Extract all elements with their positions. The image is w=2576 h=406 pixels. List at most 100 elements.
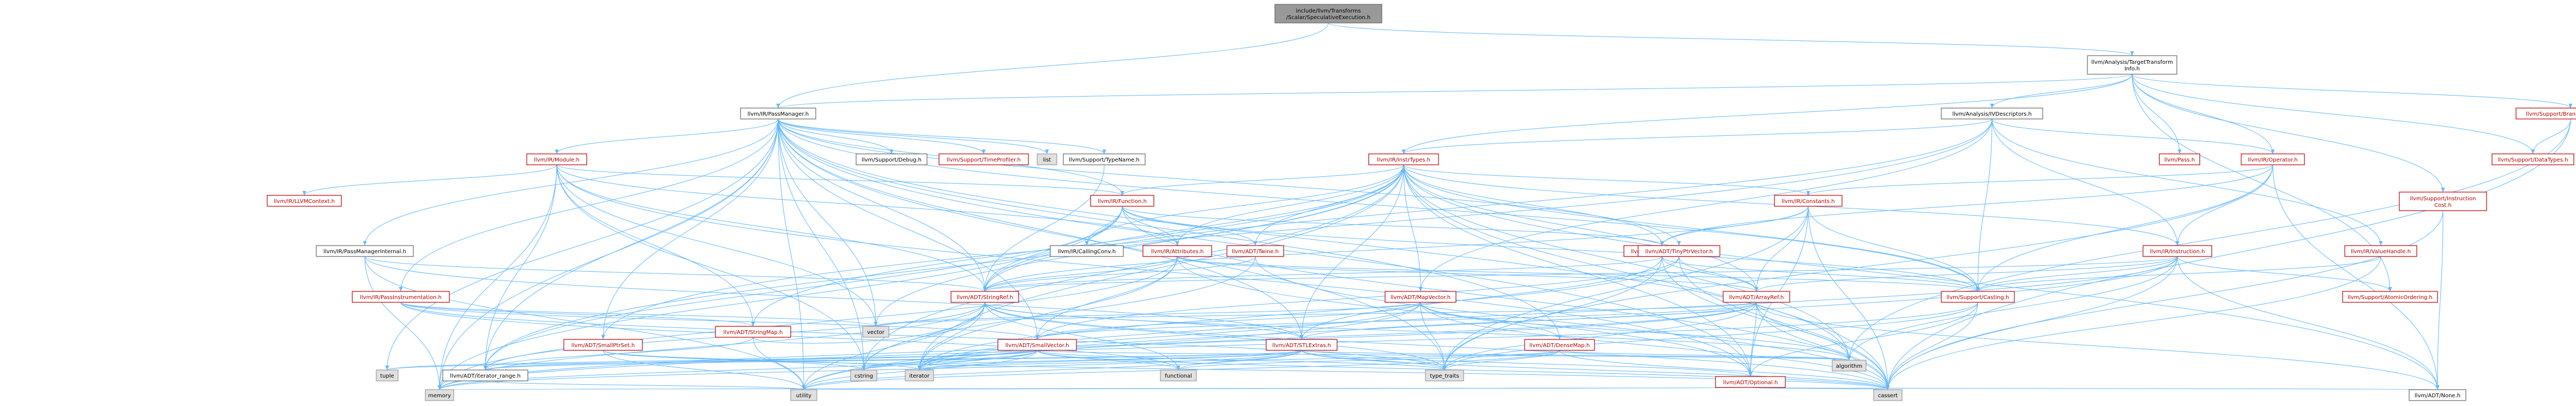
node-none[interactable]: llvm/ADT/None.h — [2409, 389, 2466, 401]
node-stringmap[interactable]: llvm/ADT/StringMap.h — [715, 326, 791, 338]
node-datatypes[interactable]: llvm/Support/DataTypes.h — [2491, 153, 2574, 165]
node-insttypes[interactable]: llvm/IR/InstrTypes.h — [1368, 153, 1439, 165]
node-tprof[interactable]: llvm/Support/TimeProfiler.h — [938, 153, 1029, 165]
node-callingconv[interactable]: llvm/IR/CallingConv.h — [1050, 245, 1124, 257]
node-box-datatypes — [2491, 153, 2574, 165]
node-box-passinstr — [352, 291, 450, 303]
node-llvmctx[interactable]: llvm/IR/LLVMContext.h — [267, 195, 342, 207]
node-root: include/llvm/Transforms/Scalar/Speculati… — [1274, 4, 1382, 23]
node-function[interactable]: llvm/IR/Function.h — [1090, 195, 1154, 207]
edge-root-to-tti — [1328, 22, 2133, 56]
node-box-typename — [1063, 153, 1146, 165]
edge-attributes-to-iterator — [919, 256, 1178, 371]
node-box-arrayref — [1723, 291, 1790, 303]
node-label-densemap-0: llvm/ADT/DenseMap.h — [1530, 343, 1590, 349]
edge-valuehandle-to-cassert — [1887, 256, 2381, 390]
edge-mapvector-to-vector — [875, 302, 1421, 327]
edge-insttypes-to-derivedtypes — [1403, 164, 1663, 246]
edge-pm-to-list — [778, 118, 1048, 154]
edge-mapvector-to-iterator — [919, 302, 1421, 371]
node-densemap[interactable]: llvm/ADT/DenseMap.h — [1524, 339, 1595, 351]
edge-pm-to-stringref — [778, 118, 985, 292]
node-box-pass — [2159, 153, 2200, 165]
edge-insttypes-to-cassert — [1403, 164, 1888, 390]
node-box-none — [2409, 389, 2466, 401]
node-box-attributes — [1142, 245, 1212, 257]
edge-function-to-casting — [1122, 206, 1978, 292]
edge-stringref-to-utility — [803, 302, 985, 390]
node-box-pm — [740, 108, 816, 120]
node-casting[interactable]: llvm/Support/Casting.h — [1941, 291, 2015, 303]
node-operator[interactable]: llvm/IR/Operator.h — [2241, 153, 2305, 165]
edge-insttypes-to-vector — [875, 164, 1404, 327]
edge-arrowhead-densemap-to-functional — [1176, 366, 1181, 370]
node-smallptrset[interactable]: llvm/ADT/SmallPtrSet.h — [563, 339, 643, 351]
node-label-callingconv-0: llvm/IR/CallingConv.h — [1058, 249, 1116, 255]
edge-pminternal-to-utility — [364, 256, 804, 390]
edge-ivd-to-insttypes — [1403, 118, 1993, 154]
node-debug[interactable]: llvm/Support/Debug.h — [856, 153, 928, 165]
edge-mapvector-to-smallvector — [1037, 302, 1421, 340]
node-pm[interactable]: llvm/IR/PassManager.h — [740, 108, 816, 120]
edge-constants-to-stringref — [984, 206, 1809, 292]
node-module[interactable]: llvm/IR/Module.h — [526, 153, 587, 165]
node-iterrange[interactable]: llvm/ADT/iterator_range.h — [442, 369, 528, 381]
edge-ivd-to-mapvector — [1420, 118, 1993, 292]
edge-tti-to-bp — [2132, 74, 2571, 109]
edge-insttypes-to-arrayref — [1403, 164, 1757, 292]
edge-pm-to-pminternal — [364, 118, 779, 246]
edge-arrayref-to-smallvector — [1037, 302, 1757, 340]
edge-tinyptr-to-iterator — [919, 256, 1680, 371]
node-label-stlextras-0: llvm/ADT/STLExtras.h — [1272, 343, 1331, 349]
edge-insttypes-to-optional — [1403, 164, 1751, 377]
node-typename[interactable]: llvm/Support/TypeName.h — [1063, 153, 1146, 165]
node-label-tprof-0: llvm/Support/TimeProfiler.h — [947, 157, 1021, 163]
edge-constants-to-cassert — [1808, 206, 1888, 390]
node-twine[interactable]: llvm/ADT/Twine.h — [1226, 245, 1284, 257]
node-label-pass-0: llvm/Pass.h — [2164, 157, 2195, 163]
node-pminternal[interactable]: llvm/IR/PassManagerInternal.h — [316, 245, 414, 257]
node-box-llvmctx — [267, 195, 342, 207]
node-ivd[interactable]: llvm/Analysis/IVDescriptors.h — [1941, 108, 2043, 120]
node-stlextras[interactable]: llvm/ADT/STLExtras.h — [1266, 339, 1338, 351]
node-tinyptr[interactable]: llvm/ADT/TinyPtrVector.h — [1638, 245, 1720, 257]
node-instruction[interactable]: llvm/IR/Instruction.h — [2142, 245, 2212, 257]
node-arrayref[interactable]: llvm/ADT/ArrayRef.h — [1723, 291, 1790, 303]
edge-tti-to-operator — [2132, 74, 2273, 154]
node-box-debug — [856, 153, 928, 165]
node-valuehandle[interactable]: llvm/IR/ValueHandle.h — [2344, 245, 2417, 257]
node-pass[interactable]: llvm/Pass.h — [2159, 153, 2200, 165]
edge-passinstr-to-smallvector — [400, 302, 1038, 340]
edge-insttypes-to-function — [1122, 164, 1404, 196]
node-mapvector[interactable]: llvm/ADT/MapVector.h — [1385, 291, 1456, 303]
edge-smallvector-to-iterator — [919, 350, 1038, 371]
node-box-iterrange — [442, 369, 528, 381]
edge-stringmap-to-utility — [753, 337, 804, 390]
edge-tti-to-instcost — [2132, 74, 2443, 193]
node-bp[interactable]: llvm/Support/BranchProbability.h — [2515, 108, 2576, 120]
edge-typename-to-stringref — [984, 164, 1105, 292]
edge-valuehandle-to-casting — [1977, 256, 2381, 292]
node-passinstr[interactable]: llvm/IR/PassInstrumentation.h — [352, 291, 450, 303]
node-box-tti — [2087, 55, 2177, 75]
node-box-constants — [1774, 195, 1843, 207]
node-box-smallptrset — [563, 339, 643, 351]
edge-ivd-to-operator — [1991, 118, 2273, 154]
node-constants[interactable]: llvm/IR/Constants.h — [1774, 195, 1843, 207]
edge-insttypes-to-algorithm — [1403, 164, 1850, 361]
node-box-mapvector — [1385, 291, 1456, 303]
node-attributes[interactable]: llvm/IR/Attributes.h — [1142, 245, 1212, 257]
node-box-stringref — [950, 291, 1019, 303]
node-atomicord[interactable]: llvm/Support/AtomicOrdering.h — [2342, 291, 2438, 303]
node-typetraits: type_traits — [1425, 369, 1464, 381]
edge-insttypes-to-stlextras — [1301, 164, 1404, 340]
edge-arrowhead-function-to-twine — [1253, 241, 1257, 246]
edge-pm-to-debug — [778, 118, 892, 154]
node-smallvector[interactable]: llvm/ADT/SmallVector.h — [997, 339, 1077, 351]
node-stringref[interactable]: llvm/ADT/StringRef.h — [950, 291, 1019, 303]
node-optional[interactable]: llvm/ADT/Optional.h — [1715, 376, 1786, 388]
edge-instruction-to-casting — [1977, 256, 2178, 292]
edge-arrowhead-arrayref-to-vector — [874, 322, 878, 326]
